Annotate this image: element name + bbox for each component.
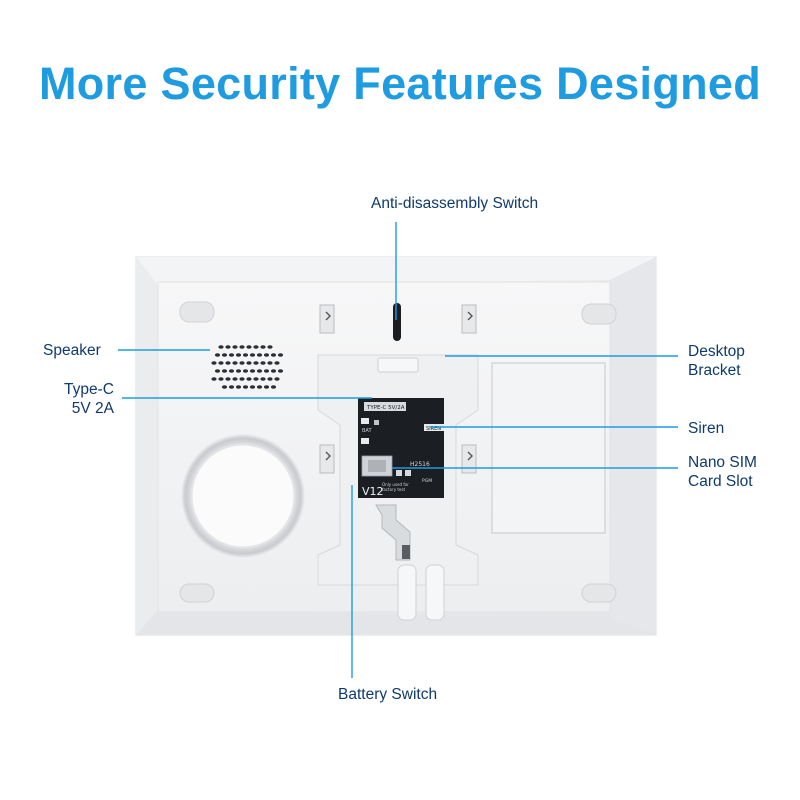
grille-hole bbox=[232, 345, 238, 349]
grille-hole bbox=[267, 345, 273, 349]
grille-hole bbox=[221, 353, 228, 357]
grille-hole bbox=[235, 369, 242, 373]
grille-hole bbox=[256, 385, 263, 389]
grille-hole bbox=[253, 377, 259, 381]
pcb-model-code: H2516 bbox=[410, 461, 430, 468]
grille-hole bbox=[263, 353, 270, 357]
grille-hole bbox=[228, 385, 235, 389]
grille-hole bbox=[218, 345, 224, 349]
pcb-pgm-label: PGM bbox=[422, 478, 432, 484]
grille-hole bbox=[256, 369, 263, 373]
grille-hole bbox=[274, 361, 280, 365]
anti-disassembly-switch bbox=[393, 303, 401, 341]
grille-hole bbox=[228, 353, 235, 357]
grille-hole bbox=[260, 345, 266, 349]
speaker-grille bbox=[211, 345, 284, 389]
grille-hole bbox=[211, 361, 217, 365]
grille-hole bbox=[225, 377, 231, 381]
nano-sim-label-line2: Card Slot bbox=[688, 473, 753, 490]
grille-hole bbox=[235, 385, 242, 389]
grille-hole bbox=[242, 353, 249, 357]
siren-speaker bbox=[181, 434, 305, 558]
grille-hole bbox=[239, 345, 245, 349]
speaker-label: Speaker bbox=[43, 342, 101, 359]
grille-hole bbox=[260, 377, 266, 381]
siren-label: Siren bbox=[688, 420, 725, 437]
grille-hole bbox=[256, 353, 263, 357]
grille-hole bbox=[211, 377, 217, 381]
type-c-label-line2: 5V 2A bbox=[71, 400, 114, 417]
grille-hole bbox=[277, 353, 284, 357]
nano-sim-label: Nano SIM Card Slot bbox=[688, 453, 757, 491]
grille-hole bbox=[246, 377, 252, 381]
grille-hole bbox=[274, 377, 280, 381]
grille-hole bbox=[277, 369, 284, 373]
grille-hole bbox=[249, 385, 256, 389]
grille-hole bbox=[263, 385, 270, 389]
grille-hole bbox=[239, 377, 245, 381]
grille-hole bbox=[221, 369, 228, 373]
grille-hole bbox=[221, 385, 228, 389]
pcb-bat-label: BAT bbox=[362, 428, 372, 434]
grille-hole bbox=[239, 361, 245, 365]
grille-hole bbox=[242, 385, 249, 389]
pcb-port-label: TYPE-C 5V/2A bbox=[366, 405, 405, 411]
grille-hole bbox=[249, 353, 256, 357]
pcb-siren-label: SIREN bbox=[426, 426, 441, 432]
grille-hole bbox=[228, 369, 235, 373]
grille-hole bbox=[246, 345, 252, 349]
grille-hole bbox=[232, 377, 238, 381]
grille-hole bbox=[249, 369, 256, 373]
grille-hole bbox=[263, 369, 270, 373]
nano-sim-label-line1: Nano SIM bbox=[688, 454, 757, 471]
type-c-label: Type-C 5V 2A bbox=[40, 380, 114, 418]
grille-hole bbox=[242, 369, 249, 373]
desktop-bracket-label-line1: Desktop bbox=[688, 343, 745, 360]
pcb-version: V12 bbox=[362, 485, 384, 498]
pcb-board: TYPE-C 5V/2A SIREN BAT H2516 PGM V12 Onl… bbox=[358, 398, 444, 498]
grille-hole bbox=[270, 385, 277, 389]
grille-hole bbox=[270, 353, 277, 357]
pcb-note-line1: Only used for bbox=[382, 482, 409, 487]
grille-hole bbox=[232, 361, 238, 365]
grille-hole bbox=[270, 369, 277, 373]
grille-hole bbox=[267, 377, 273, 381]
page-title: More Security Features Designed bbox=[38, 58, 762, 109]
desktop-bracket-label-line2: Bracket bbox=[688, 362, 741, 379]
grille-hole bbox=[214, 353, 221, 357]
type-c-label-line1: Type-C bbox=[64, 381, 114, 398]
callout-lines bbox=[118, 222, 678, 678]
battery-cover bbox=[491, 362, 606, 534]
grille-hole bbox=[253, 345, 259, 349]
grille-hole bbox=[235, 353, 242, 357]
grille-hole bbox=[246, 361, 252, 365]
grille-hole bbox=[218, 377, 224, 381]
grille-hole bbox=[260, 361, 266, 365]
grille-hole bbox=[225, 345, 231, 349]
battery-switch-label: Battery Switch bbox=[338, 686, 438, 703]
grille-hole bbox=[214, 369, 221, 373]
grille-hole bbox=[225, 361, 231, 365]
pcb-note-line2: factory test bbox=[382, 487, 405, 492]
grille-hole bbox=[267, 361, 273, 365]
desktop-bracket-label: Desktop Bracket bbox=[688, 342, 745, 380]
grille-hole bbox=[218, 361, 224, 365]
grille-hole bbox=[253, 361, 259, 365]
anti-disassembly-label: Anti-disassembly Switch bbox=[371, 195, 539, 212]
mounting-feet bbox=[179, 301, 617, 603]
